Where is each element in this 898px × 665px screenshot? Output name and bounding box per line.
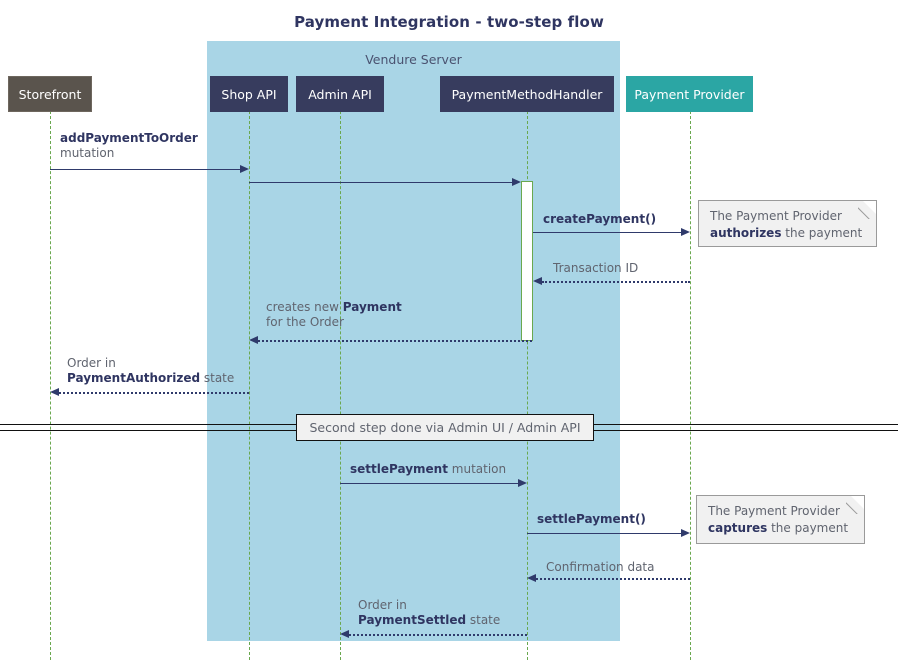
note-line-2-rest: the payment	[767, 521, 849, 535]
arrowhead-transaction-id	[533, 276, 542, 285]
message-label-rest: Confirmation data	[546, 560, 655, 574]
participant-label: Payment Provider	[634, 86, 745, 102]
message-label-order-payment-settled: Order in PaymentSettled state	[358, 598, 500, 628]
message-label-line2: for the Order	[266, 315, 344, 329]
note-line-1: The Payment Provider	[708, 504, 840, 518]
message-label-bold: settlePayment	[350, 462, 448, 476]
message-label-line1: Order in	[358, 598, 407, 612]
payment-authorized-bold: PaymentAuthorized	[67, 371, 201, 385]
arrowhead-confirmation-data	[527, 573, 536, 582]
arrowhead-creates-new-payment	[249, 335, 258, 344]
arrowhead-settle-payment-call	[681, 528, 690, 537]
message-label-line1: creates new Payment	[266, 300, 402, 314]
message-label-create-payment: createPayment()	[543, 212, 656, 227]
note-fold-edge-icon	[846, 496, 864, 514]
message-label-creates-new-payment: creates new Payment for the Order	[266, 300, 402, 330]
note-line-2-bold: captures	[708, 521, 768, 535]
message-label-line2: PaymentAuthorized state	[67, 371, 234, 385]
lifeline-admin-api	[340, 111, 341, 660]
lifeline-storefront	[50, 111, 51, 660]
note-captures: The Payment Provider captures the paymen…	[696, 495, 865, 544]
message-label-settle-payment-call: settlePayment()	[537, 512, 646, 527]
message-label-bold: settlePayment()	[537, 512, 646, 526]
message-line-order-payment-settled	[349, 634, 527, 636]
message-label-order-payment-authorized: Order in PaymentAuthorized state	[67, 356, 234, 386]
state-suffix: state	[200, 371, 235, 385]
participant-label: Admin API	[308, 86, 372, 102]
note-authorizes: The Payment Provider authorizes the paym…	[698, 200, 877, 247]
note-line-2: captures the payment	[708, 520, 853, 537]
message-label-confirmation-data: Confirmation data	[546, 560, 654, 575]
participant-label: Shop API	[221, 86, 277, 102]
arrowhead-create-payment	[681, 227, 690, 236]
message-line-settle-payment-mutation	[340, 483, 518, 484]
message-label-rest: Transaction ID	[553, 261, 639, 275]
message-label-line1: Order in	[67, 356, 116, 370]
lifeline-shop-api	[249, 111, 250, 660]
group-label: Vendure Server	[365, 52, 462, 67]
state-suffix: state	[466, 613, 501, 627]
lifeline-payment-method-handler	[527, 111, 528, 660]
message-line-creates-new-payment	[258, 340, 532, 342]
message-line-confirmation-data	[536, 578, 690, 580]
participant-storefront[interactable]: Storefront	[8, 76, 92, 112]
message-label-rest: mutation	[447, 462, 507, 476]
message-label-rest: mutation	[60, 146, 115, 160]
participant-payment-provider[interactable]: Payment Provider	[626, 76, 753, 112]
message-label-bold: createPayment()	[543, 212, 657, 226]
lifeline-payment-provider	[690, 111, 691, 660]
participant-admin-api[interactable]: Admin API	[296, 76, 384, 112]
note-line-2: authorizes the payment	[710, 225, 865, 242]
participant-shop-api[interactable]: Shop API	[210, 76, 288, 112]
note-line-2-rest: the payment	[781, 226, 863, 240]
message-line-transaction-id	[542, 281, 690, 283]
arrowhead-order-payment-settled	[340, 629, 349, 638]
activation-bar-payment-method-handler	[521, 181, 533, 341]
divider-label-box: Second step done via Admin UI / Admin AP…	[296, 414, 594, 441]
note-line-1: The Payment Provider	[710, 209, 842, 223]
payment-settled-bold: PaymentSettled	[358, 613, 467, 627]
message-line-create-payment	[533, 232, 681, 233]
message-label-add-payment-to-order: addPaymentToOrder mutation	[60, 131, 198, 161]
participant-label: PaymentMethodHandler	[451, 86, 603, 102]
message-label-transaction-id: Transaction ID	[553, 261, 638, 276]
participant-label: Storefront	[18, 86, 82, 102]
message-line-shop-to-handler	[249, 182, 512, 183]
message-label-line2: PaymentSettled state	[358, 613, 500, 627]
page-title: Payment Integration - two-step flow	[294, 13, 604, 31]
message-label-bold: addPaymentToOrder	[60, 131, 198, 145]
arrowhead-add-payment-to-order	[240, 164, 249, 173]
message-line-settle-payment-call	[527, 533, 681, 534]
message-line-order-payment-authorized	[59, 392, 249, 394]
divider-label: Second step done via Admin UI / Admin AP…	[309, 420, 581, 435]
creates-new-prefix: creates new	[266, 300, 343, 314]
message-line-add-payment-to-order	[50, 169, 240, 170]
participant-payment-method-handler[interactable]: PaymentMethodHandler	[440, 76, 614, 112]
note-fold-edge-icon	[858, 201, 876, 219]
arrowhead-order-payment-authorized	[50, 387, 59, 396]
arrowhead-shop-to-handler	[512, 177, 521, 186]
creates-new-bold: Payment	[342, 300, 402, 314]
note-line-2-bold: authorizes	[710, 226, 782, 240]
message-label-settle-payment-mutation: settlePayment mutation	[350, 462, 506, 477]
arrowhead-settle-payment-mutation	[518, 478, 527, 487]
